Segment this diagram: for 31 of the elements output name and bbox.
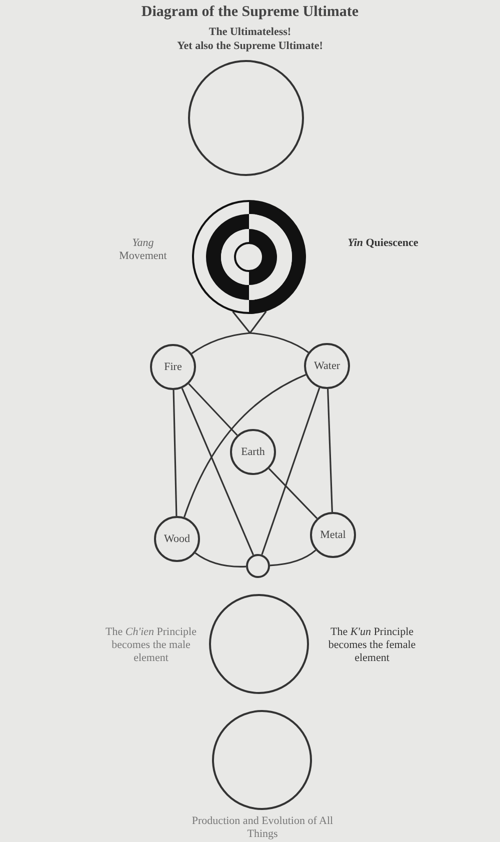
caption-text: The K'un Principle becomes the female element bbox=[327, 626, 417, 666]
element-circle bbox=[304, 343, 350, 389]
caption-text: Production and Evolution of All Things bbox=[190, 815, 334, 842]
diagram-title: Diagram of the Supreme Ultimate bbox=[140, 4, 360, 21]
connector-line bbox=[188, 383, 238, 436]
connector-line bbox=[194, 552, 246, 568]
caption-text: The Ultimateless! bbox=[208, 26, 292, 40]
caption-text: The Ch'ien Principle becomes the male element bbox=[104, 626, 198, 666]
connector-line bbox=[191, 311, 251, 354]
element-circle bbox=[150, 344, 196, 390]
connector-line bbox=[268, 468, 318, 519]
connector-line bbox=[261, 387, 320, 555]
node-label: Water bbox=[314, 360, 340, 372]
connector-line bbox=[270, 550, 316, 566]
node-label: Fire bbox=[164, 361, 182, 373]
node-label: Metal bbox=[320, 529, 346, 541]
yin-yang-drawing bbox=[192, 200, 306, 314]
connector-line bbox=[172, 390, 178, 516]
caption-text: Yet also the Supreme Ultimate! bbox=[176, 40, 324, 54]
connector-line bbox=[181, 388, 254, 556]
connector-line bbox=[184, 374, 306, 518]
connector-line bbox=[327, 388, 333, 512]
caption-text: Yin Quiescence bbox=[346, 237, 420, 250]
connector-line bbox=[249, 310, 309, 354]
element-circle bbox=[310, 512, 356, 558]
caption-text: Yang Movement bbox=[118, 237, 168, 264]
element-circle bbox=[230, 429, 276, 475]
node-label: Wood bbox=[164, 533, 190, 545]
element-circle bbox=[154, 516, 200, 562]
node-label: Earth bbox=[241, 446, 265, 458]
empty-circle bbox=[246, 554, 270, 578]
